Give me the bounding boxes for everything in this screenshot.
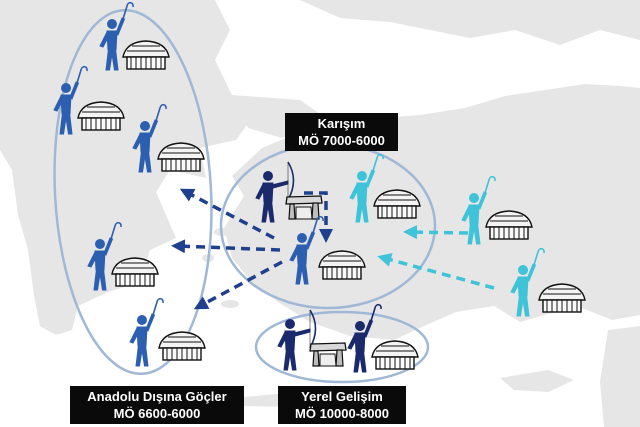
region-outline-local	[254, 310, 430, 384]
round-hut-icon	[122, 40, 170, 70]
region-outline-migrations	[53, 8, 213, 376]
round-hut-icon	[371, 340, 419, 370]
label-mixing-title: Karışım	[317, 116, 366, 131]
land-island-3	[221, 300, 239, 308]
label-migrations-title: Anadolu Dışına Göçler	[87, 389, 227, 404]
dolmen-icon	[285, 195, 323, 220]
round-hut-icon	[77, 101, 125, 131]
label-migrations: Anadolu Dışına Göçler MÖ 6600-6000	[70, 386, 244, 424]
label-mixing-period: MÖ 7000-6000	[298, 133, 385, 148]
round-hut-icon	[158, 331, 206, 361]
arrow-migration-southwest	[193, 260, 283, 310]
label-migrations-period: MÖ 6600-6000	[113, 406, 201, 421]
land-levant	[600, 326, 640, 427]
round-hut-icon	[111, 257, 159, 287]
dolmen-icon	[309, 342, 347, 367]
round-hut-icon	[318, 250, 366, 280]
land-cyprus	[500, 370, 574, 392]
arrow-migration-west	[171, 239, 281, 254]
arrow-east-lower	[377, 253, 495, 290]
land-balkans	[0, 0, 252, 335]
arrow-east-upper	[403, 225, 469, 240]
arrow-migration-north	[179, 188, 275, 240]
label-local-period: MÖ 10000-8000	[295, 406, 389, 421]
land-black-sea-north	[300, 0, 640, 45]
arrow-mixing-flow	[304, 191, 333, 243]
label-mixing: Karışım MÖ 7000-6000	[285, 113, 398, 151]
round-hut-icon	[373, 189, 421, 219]
round-hut-icon	[485, 210, 533, 240]
round-hut-icon	[538, 283, 586, 313]
label-local: Yerel Gelişim MÖ 10000-8000	[278, 386, 406, 424]
round-hut-icon	[157, 142, 205, 172]
label-local-title: Yerel Gelişim	[301, 389, 383, 404]
